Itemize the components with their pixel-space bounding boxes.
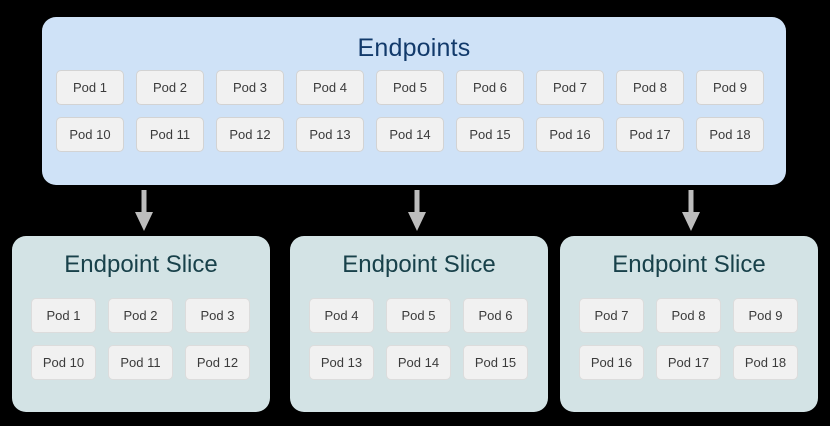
pod-chip: Pod 8 [616, 70, 684, 105]
endpoint-slice-title: Endpoint Slice [342, 251, 496, 278]
pod-chip: Pod 6 [456, 70, 524, 105]
pod-chip: Pod 18 [733, 345, 798, 380]
endpoint-slice-title: Endpoint Slice [612, 251, 766, 278]
pod-chip: Pod 3 [216, 70, 284, 105]
pod-chip: Pod 17 [616, 117, 684, 152]
pod-chip: Pod 12 [216, 117, 284, 152]
endpoint-slice-title: Endpoint Slice [64, 251, 218, 278]
endpoints-pod-grid: Pod 1 Pod 2 Pod 3 Pod 4 Pod 5 Pod 6 Pod … [56, 70, 772, 164]
pod-chip: Pod 2 [136, 70, 204, 105]
pod-chip: Pod 5 [386, 298, 451, 333]
pod-chip: Pod 9 [696, 70, 764, 105]
pod-chip: Pod 13 [296, 117, 364, 152]
pod-chip: Pod 15 [463, 345, 528, 380]
endpoint-slice-container-3: Endpoint Slice Pod 7 Pod 8 Pod 9 Pod 16 … [560, 236, 818, 412]
pod-chip: Pod 15 [456, 117, 524, 152]
pod-chip: Pod 1 [56, 70, 124, 105]
pod-chip: Pod 14 [386, 345, 451, 380]
pod-chip: Pod 14 [376, 117, 444, 152]
pod-chip: Pod 16 [579, 345, 644, 380]
endpoint-slice-pod-row: Pod 16 Pod 17 Pod 18 [579, 345, 799, 380]
endpoints-pod-row: Pod 1 Pod 2 Pod 3 Pod 4 Pod 5 Pod 6 Pod … [56, 70, 772, 105]
pod-chip: Pod 6 [463, 298, 528, 333]
pod-chip: Pod 4 [296, 70, 364, 105]
pod-chip: Pod 12 [185, 345, 250, 380]
pod-chip: Pod 16 [536, 117, 604, 152]
pod-chip: Pod 11 [108, 345, 173, 380]
pod-chip: Pod 3 [185, 298, 250, 333]
endpoint-slice-pod-row: Pod 13 Pod 14 Pod 15 [309, 345, 529, 380]
down-arrow-icon [131, 190, 157, 232]
pod-chip: Pod 7 [579, 298, 644, 333]
endpoint-slice-container-1: Endpoint Slice Pod 1 Pod 2 Pod 3 Pod 10 … [12, 236, 270, 412]
pod-chip: Pod 1 [31, 298, 96, 333]
pod-chip: Pod 18 [696, 117, 764, 152]
pod-chip: Pod 10 [31, 345, 96, 380]
pod-chip: Pod 8 [656, 298, 721, 333]
endpoints-container: Endpoints Pod 1 Pod 2 Pod 3 Pod 4 Pod 5 … [42, 17, 786, 185]
pod-chip: Pod 17 [656, 345, 721, 380]
down-arrow-icon [404, 190, 430, 232]
pod-chip: Pod 2 [108, 298, 173, 333]
pod-chip: Pod 5 [376, 70, 444, 105]
pod-chip: Pod 13 [309, 345, 374, 380]
pod-chip: Pod 4 [309, 298, 374, 333]
pod-chip: Pod 11 [136, 117, 204, 152]
down-arrow-icon [678, 190, 704, 232]
pod-chip: Pod 7 [536, 70, 604, 105]
pod-chip: Pod 9 [733, 298, 798, 333]
endpoint-slice-pod-row: Pod 10 Pod 11 Pod 12 [31, 345, 251, 380]
endpoint-slice-pod-row: Pod 1 Pod 2 Pod 3 [31, 298, 251, 333]
endpoint-slice-container-2: Endpoint Slice Pod 4 Pod 5 Pod 6 Pod 13 … [290, 236, 548, 412]
endpoint-slice-pod-row: Pod 4 Pod 5 Pod 6 [309, 298, 529, 333]
pod-chip: Pod 10 [56, 117, 124, 152]
endpoint-slice-pod-grid: Pod 7 Pod 8 Pod 9 Pod 16 Pod 17 Pod 18 [579, 298, 799, 392]
endpoint-slice-pod-row: Pod 7 Pod 8 Pod 9 [579, 298, 799, 333]
endpoint-slice-pod-grid: Pod 1 Pod 2 Pod 3 Pod 10 Pod 11 Pod 12 [31, 298, 251, 392]
endpoint-slice-pod-grid: Pod 4 Pod 5 Pod 6 Pod 13 Pod 14 Pod 15 [309, 298, 529, 392]
endpoints-title: Endpoints [357, 34, 471, 62]
endpoints-pod-row: Pod 10 Pod 11 Pod 12 Pod 13 Pod 14 Pod 1… [56, 117, 772, 152]
